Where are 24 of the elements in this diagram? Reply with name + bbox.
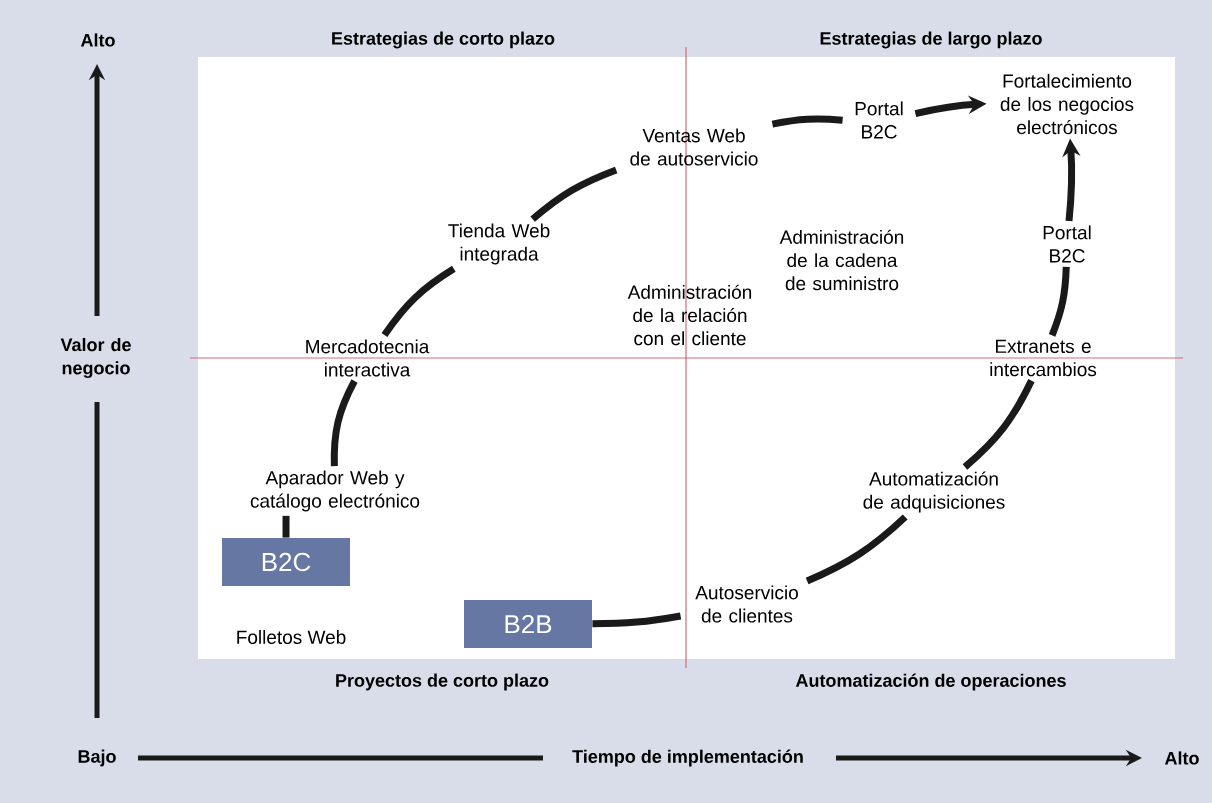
category-box: B2B: [464, 600, 592, 648]
stage-label: Aparador Web y catálogo electrónico: [250, 470, 420, 512]
stage-label: Portal B2C: [855, 101, 903, 139]
stage-label: Portal B2C: [1043, 225, 1091, 263]
quadrant-title: Proyectos de corto plazo: [336, 673, 549, 691]
text-label: Administración de la cadena de suministro: [779, 229, 904, 291]
axis-label: Bajo: [78, 749, 116, 767]
quadrant-title: Automatización de operaciones: [795, 673, 1066, 691]
quadrant-title: Estrategias de corto plazo: [332, 31, 555, 49]
stage-label: Mercadotecnia interactiva: [306, 339, 430, 377]
quadrant-title: Estrategias de largo plazo: [820, 31, 1042, 49]
category-box: B2C: [222, 538, 350, 586]
stage-label: Automatización de adquisiciones: [863, 471, 1005, 513]
stage-label: Autoservicio de clientes: [695, 585, 798, 623]
stage-label: Fortalecimiento de los negocios electrónicos: [1000, 73, 1134, 135]
text-label: Folletos Web: [237, 630, 346, 644]
axis-title: Tiempo de implementación: [572, 749, 803, 767]
stage-label: Ventas Web de autoservicio: [630, 128, 758, 166]
axis-title: Valor de negocio: [60, 337, 131, 379]
stage-label: Tienda Web integrada: [448, 223, 550, 265]
text-label: Administración de la relación con el cliente: [627, 284, 752, 346]
axis-label: Alto: [80, 33, 115, 47]
stage-label: Extranets e intercambios: [990, 339, 1097, 377]
axis-label: Alto: [1164, 751, 1199, 765]
